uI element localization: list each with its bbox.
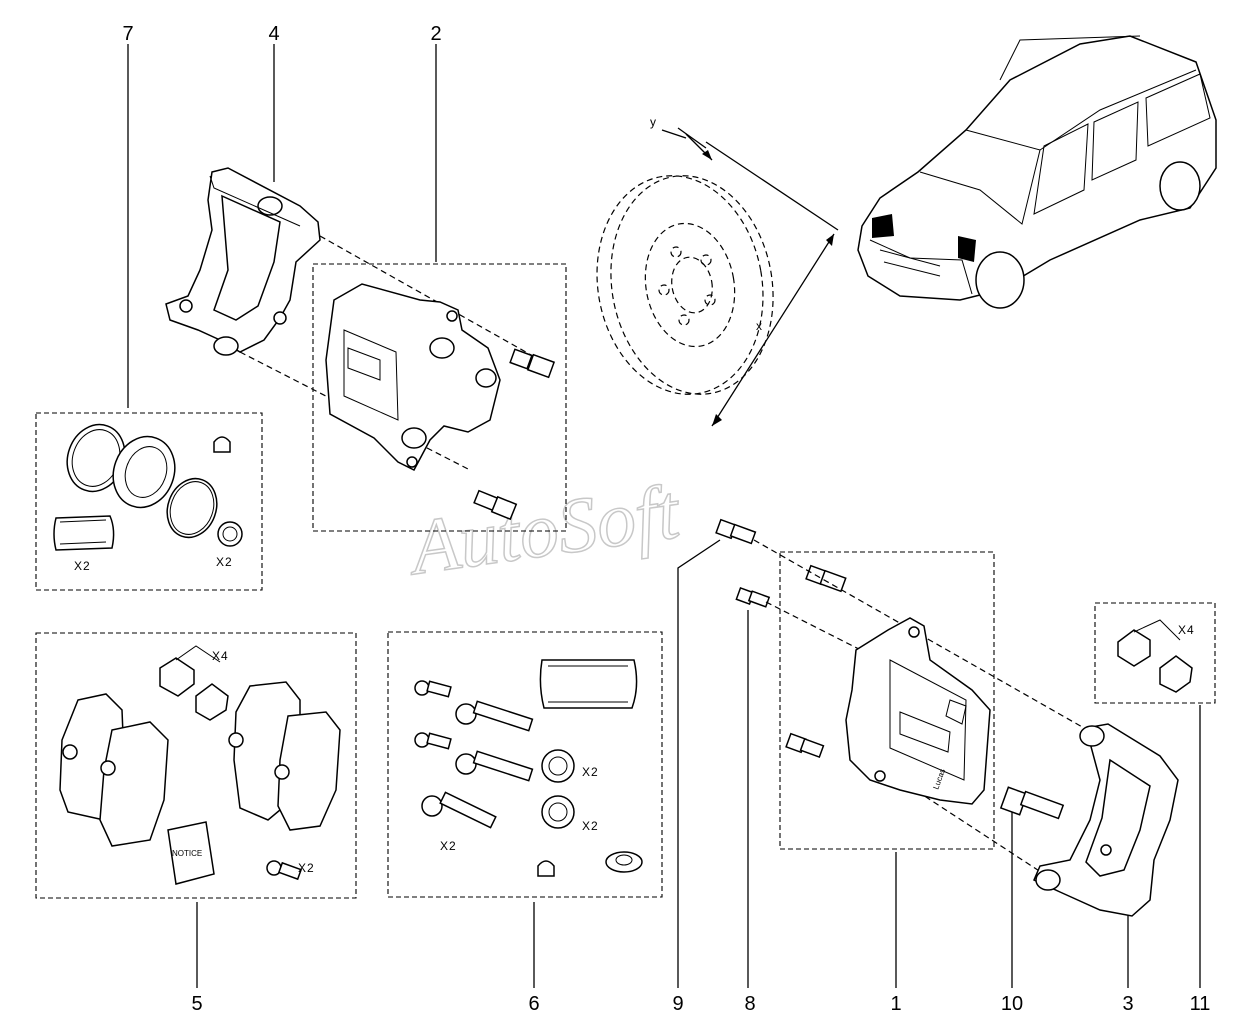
qty-guide-boot-1: X2 bbox=[582, 765, 599, 779]
spring-clip-box bbox=[1094, 602, 1216, 704]
caliper-bracket-right bbox=[1033, 723, 1179, 917]
caliper-bolt-upper bbox=[509, 348, 556, 379]
bracket-bolt-10 bbox=[999, 786, 1065, 820]
callout-2: 2 bbox=[430, 23, 441, 45]
caliper-assembly-box-right bbox=[779, 551, 995, 850]
seal-kit-box bbox=[35, 412, 263, 591]
notice-booklet-label: NOTICE bbox=[172, 849, 202, 858]
brake-disc-outline bbox=[596, 175, 774, 395]
seal-kit-parts: X2 X2 bbox=[53, 423, 243, 573]
vehicle-illustration bbox=[857, 35, 1217, 309]
caliper-bolt-right-lower bbox=[785, 732, 825, 759]
callout-5: 5 bbox=[191, 993, 202, 1015]
brake-caliper-right: Lucas bbox=[845, 617, 991, 805]
guide-pin-kit-box bbox=[387, 631, 663, 898]
qty-guide-boot-2: X2 bbox=[582, 819, 599, 833]
guide-pin-kit-parts: X2 X2 X2 bbox=[414, 659, 643, 877]
callout-6: 6 bbox=[528, 993, 539, 1015]
disc-dimension-marks: y x bbox=[650, 115, 839, 427]
guide-bolt-9 bbox=[715, 518, 757, 545]
watermark-text: AutoSoft bbox=[401, 467, 686, 592]
qty-seal-pad: X2 bbox=[74, 559, 91, 573]
callout-1: 1 bbox=[890, 993, 901, 1015]
callout-11: 11 bbox=[1190, 993, 1211, 1015]
callout-8: 8 bbox=[744, 993, 755, 1015]
caliper-assembly-box bbox=[312, 263, 567, 532]
callout-7: 7 bbox=[122, 23, 133, 45]
leader-lines bbox=[127, 44, 1201, 988]
qty-pad-clips: X4 bbox=[212, 649, 229, 663]
callout-9: 9 bbox=[672, 993, 683, 1015]
caliper-bracket-left bbox=[165, 167, 321, 356]
brake-pad-kit-parts: X4 NOTICE X2 bbox=[59, 645, 341, 885]
axis-label-y: y bbox=[650, 115, 657, 129]
pad-kit-box bbox=[35, 632, 357, 899]
callout-4: 4 bbox=[268, 23, 279, 45]
callout-3: 3 bbox=[1122, 993, 1133, 1015]
caliper-bolt-right bbox=[805, 564, 847, 593]
guide-bolt-8 bbox=[735, 587, 771, 608]
qty-spring-clips: X4 bbox=[1178, 623, 1195, 637]
spring-clips-parts: X4 bbox=[1117, 619, 1195, 693]
callout-numbers: 7 4 2 5 6 9 8 1 10 3 11 bbox=[122, 23, 1210, 1015]
brake-caliper-top bbox=[325, 283, 501, 471]
callout-10: 10 bbox=[1001, 993, 1023, 1015]
qty-seal-boot: X2 bbox=[216, 555, 233, 569]
caliper-bolt-lower bbox=[473, 489, 518, 521]
qty-pad-screws: X2 bbox=[298, 861, 315, 875]
axis-label-x: x bbox=[756, 319, 763, 333]
qty-guide-pins: X2 bbox=[440, 839, 457, 853]
